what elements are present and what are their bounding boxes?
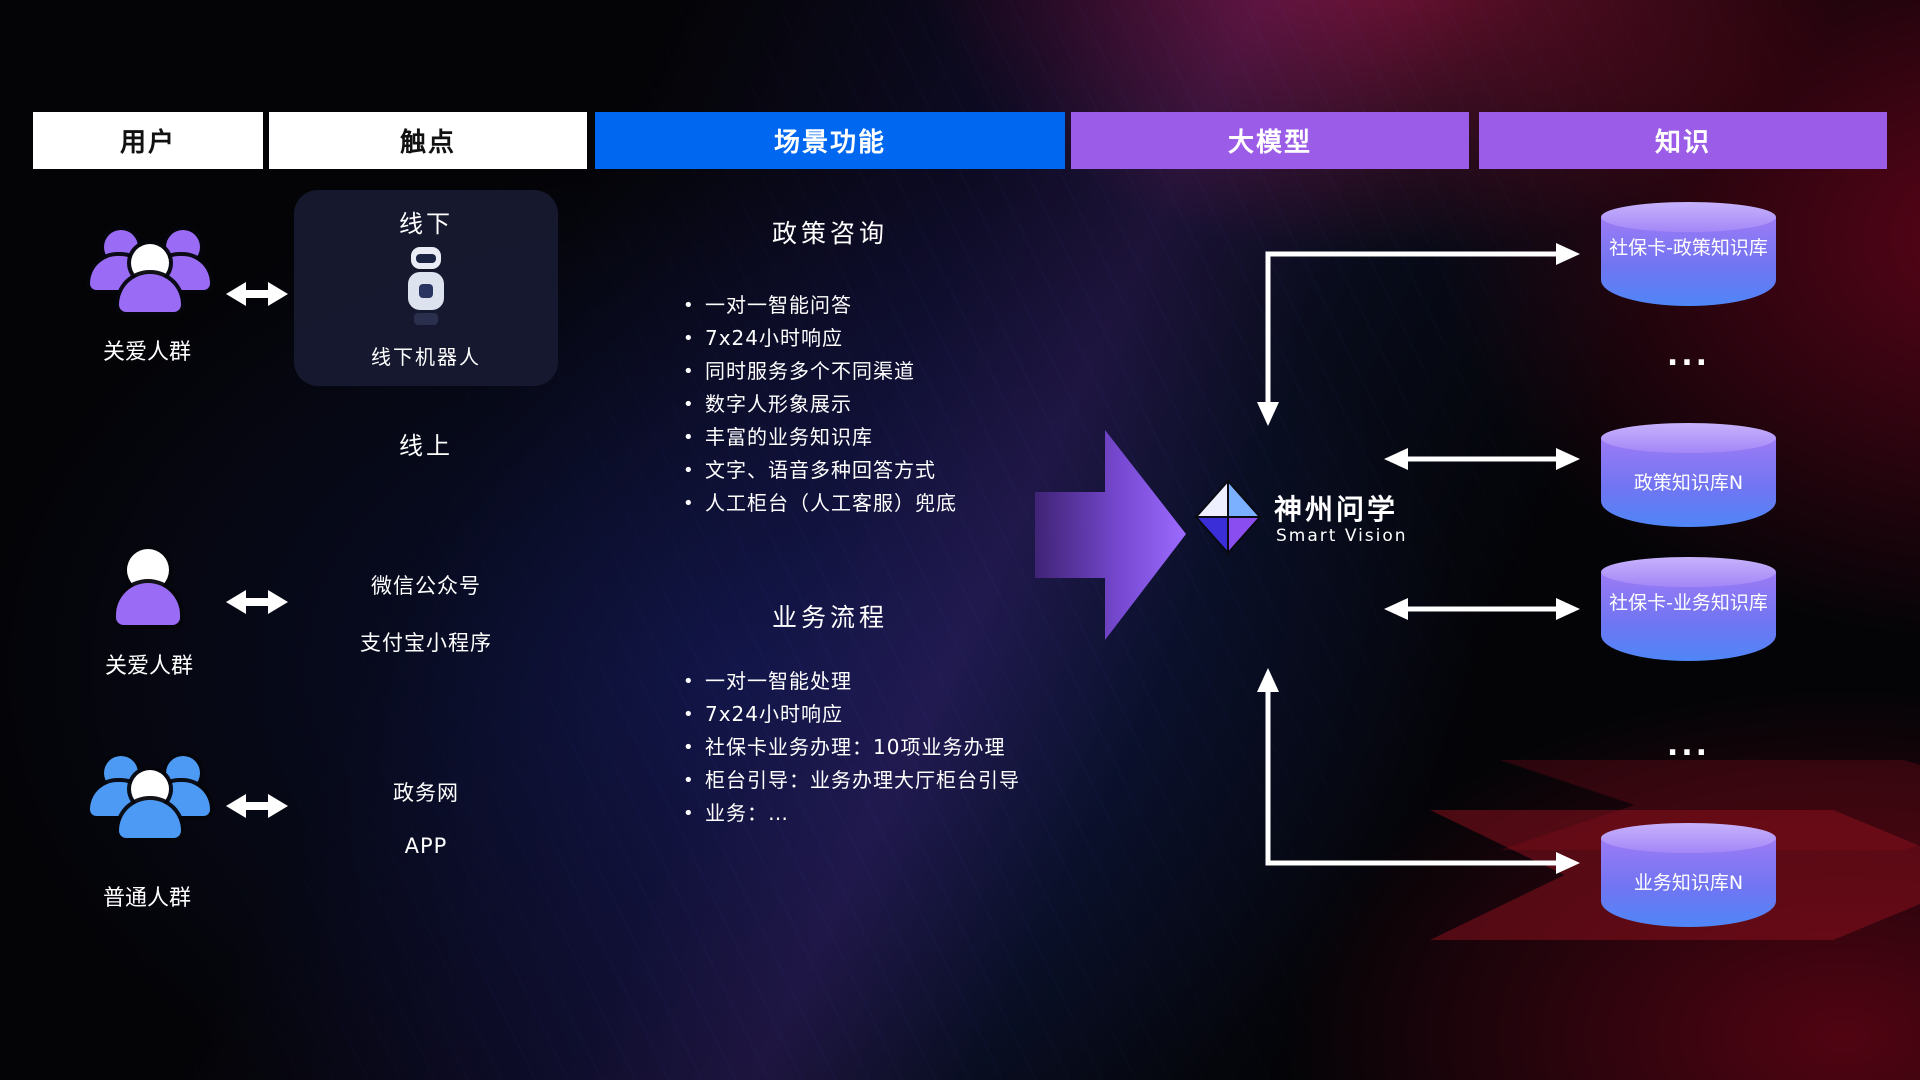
scene-policy-list: 一对一智能问答7x24小时响应同时服务多个不同渠道数字人形象展示丰富的业务知识库… [681, 289, 957, 520]
db-cylinder-top [1601, 823, 1776, 853]
user-person-icon [114, 549, 184, 641]
scene-policy-title: 政策咨询 [771, 219, 888, 248]
channel-gov: 政务网 [393, 781, 459, 805]
online-title: 线上 [399, 432, 453, 460]
scene-business-title: 业务流程 [771, 603, 888, 632]
bullet-item: 丰富的业务知识库 [681, 421, 957, 454]
scene-business-list: 一对一智能处理7x24小时响应社保卡业务办理：10项业务办理柜台引导：业务办理大… [681, 665, 1020, 830]
knowledge-db-social-policy: 社保卡-政策知识库 [1601, 202, 1776, 306]
bullet-item: 同时服务多个不同渠道 [681, 355, 957, 388]
channel-app: APP [404, 834, 448, 858]
model-db3-double-arrow [1384, 598, 1580, 620]
db-label: 业务知识库N [1633, 872, 1744, 894]
model-subtitle: Smart Vision [1276, 526, 1408, 546]
person-icon [116, 549, 180, 625]
ellipsis: ... [1666, 728, 1711, 763]
offline-robot-label: 线下机器人 [371, 345, 481, 369]
bullet-item: 社保卡业务办理：10项业务办理 [681, 731, 1020, 764]
user-group-icon [90, 222, 210, 322]
person-icon [119, 770, 181, 838]
robot-icon [403, 247, 449, 333]
db-label: 社保卡-政策知识库 [1609, 237, 1768, 259]
user-label-normal-group: 普通人群 [102, 886, 191, 911]
offline-touchpoint-card: 线下 线下机器人 [294, 190, 558, 386]
bullet-item: 柜台引导：业务办理大厅柜台引导 [681, 764, 1020, 797]
user-label-care-person: 关爱人群 [104, 654, 193, 679]
smart-vision-logo-icon [1193, 479, 1263, 555]
user-group-icon [90, 748, 210, 848]
user-touchpoint-arrow [226, 590, 288, 614]
bullet-item: 7x24小时响应 [681, 322, 957, 355]
user-label-care-group: 关爱人群 [102, 340, 191, 365]
knowledge-db-business-n: 业务知识库N [1601, 823, 1776, 927]
db-cylinder-top [1601, 423, 1776, 453]
bullet-item: 人工柜台（人工客服）兜底 [681, 487, 957, 520]
user-touchpoint-arrow [226, 794, 288, 818]
channel-wechat: 微信公众号 [371, 574, 481, 598]
channel-alipay: 支付宝小程序 [360, 631, 492, 655]
knowledge-db-policy-n: 政策知识库N [1601, 423, 1776, 527]
header-col-scenes: 场景功能 [595, 112, 1065, 169]
header-col-model: 大模型 [1071, 112, 1469, 169]
header-col-knowledge: 知识 [1479, 112, 1887, 169]
bullet-item: 7x24小时响应 [681, 698, 1020, 731]
bullet-item: 一对一智能问答 [681, 289, 957, 322]
db-label: 政策知识库N [1633, 472, 1744, 494]
person-icon [119, 244, 181, 312]
ellipsis: ... [1666, 338, 1711, 373]
header-col-touchpoints: 触点 [269, 112, 587, 169]
model-name: 神州问学 [1274, 493, 1399, 526]
bullet-item: 文字、语音多种回答方式 [681, 454, 957, 487]
model-db1-elbow-arrow [1257, 243, 1580, 426]
db-label: 社保卡-业务知识库 [1609, 592, 1768, 614]
db-cylinder-top [1601, 557, 1776, 587]
model-db2-double-arrow [1384, 448, 1580, 470]
bullet-item: 数字人形象展示 [681, 388, 957, 421]
knowledge-db-social-business: 社保卡-业务知识库 [1601, 557, 1776, 661]
offline-title: 线下 [399, 210, 453, 238]
db-cylinder-top [1601, 202, 1776, 232]
bullet-item: 业务：… [681, 797, 1020, 830]
bullet-item: 一对一智能处理 [681, 665, 1020, 698]
header-col-users: 用户 [33, 112, 263, 169]
user-touchpoint-arrow [226, 282, 288, 306]
